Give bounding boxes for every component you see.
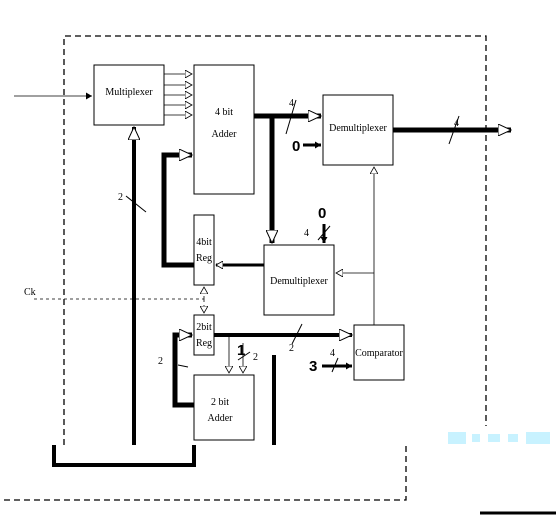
register-4bit-label-2: Reg <box>196 253 212 264</box>
register-4bit-label-1: 4bit <box>196 237 212 248</box>
mux-to-adder-wires <box>164 74 192 115</box>
comparator-label: Comparator <box>355 348 403 359</box>
constant-zero-top: 0 <box>292 138 300 155</box>
clock-label: Ck <box>24 287 36 298</box>
register-2bit-label-1: 2bit <box>196 322 212 333</box>
bus-slash-feedback <box>125 195 147 213</box>
multiplexer-block: Multiplexer <box>93 64 165 126</box>
adder-4bit-block: 4 bit Adder <box>193 64 255 195</box>
comparator-block: Comparator <box>353 324 405 381</box>
bus-slash-adder-out <box>285 99 297 135</box>
adder-2bit-label-1: 2 bit <box>211 397 229 408</box>
system-boundary <box>63 35 487 445</box>
system-boundary-lower <box>0 446 407 501</box>
constant-three: 3 <box>309 358 317 375</box>
register-4bit-block: 4bit Reg <box>193 214 215 286</box>
bus-width-reg2-loop: 2 <box>158 356 163 367</box>
constant-zero-mid: 0 <box>318 205 326 222</box>
multiplexer-label: Multiplexer <box>105 87 153 98</box>
bus-slash-const-three <box>331 357 339 373</box>
bus-width-const-one: 2 <box>253 352 258 363</box>
adder-4bit-label-2: Adder <box>212 129 238 140</box>
adder-4bit-label-1: 4 bit <box>215 107 233 118</box>
adder-2bit-block: 2 bit Adder <box>193 374 255 441</box>
bus-slash-reg2-out <box>291 323 303 345</box>
bus-slash-const-one <box>237 351 251 361</box>
register-2bit-block: 2bit Reg <box>193 314 215 356</box>
adder2-to-mux-select <box>52 445 196 467</box>
demultiplexer-top-label: Demultiplexer <box>329 123 387 134</box>
demultiplexer-mid-block: Demultiplexer <box>263 244 335 316</box>
constant-one: 1 <box>237 342 245 359</box>
bus-width-demux-mid: 4 <box>304 228 309 239</box>
bus-slash-reg2-loop <box>177 364 189 368</box>
reg4-feedback-loop <box>161 155 194 268</box>
bus-width-output: 4 <box>454 118 459 129</box>
watermark-marks <box>448 432 550 444</box>
adder2-loop-to-reg2 <box>172 335 194 408</box>
register-2bit-label-2: Reg <box>196 338 212 349</box>
bus-width-adder-out: 4 <box>289 98 294 109</box>
demultiplexer-mid-label: Demultiplexer <box>270 276 328 287</box>
demultiplexer-top-block: Demultiplexer <box>322 94 394 166</box>
bus-width-feedback: 2 <box>118 192 123 203</box>
adder-2bit-label-2: Adder <box>208 413 234 424</box>
bus-width-const-three: 4 <box>330 348 335 359</box>
bus-width-reg2-out: 2 <box>289 343 294 354</box>
bus-slash-output <box>448 115 460 145</box>
bus-slash-demux-mid <box>317 225 331 241</box>
